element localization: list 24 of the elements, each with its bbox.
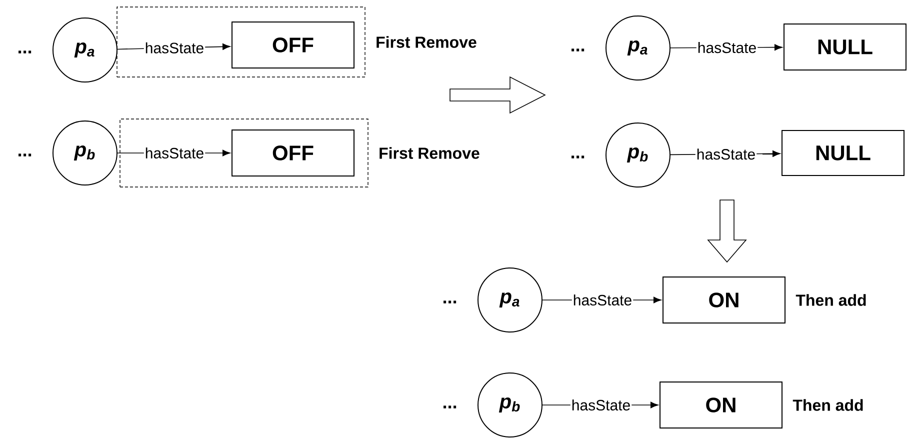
edge-label: hasState	[698, 42, 756, 54]
ellipsis-text: ...	[444, 300, 456, 304]
edge-label: hasState	[697, 148, 755, 160]
ellipsis-text: ...	[572, 48, 584, 52]
state-box: ON	[660, 382, 782, 428]
dashed-box	[116, 6, 366, 78]
edge-label: hasState	[572, 400, 630, 410]
state-box: OFF	[232, 130, 354, 176]
ellipsis-text: ...	[444, 406, 456, 408]
step-label: Then add	[796, 294, 866, 306]
edge-label: hasState	[574, 294, 632, 306]
state-box: NULL	[782, 130, 904, 176]
state-box: ON	[662, 276, 786, 324]
ellipsis-text: ...	[18, 50, 32, 54]
step-label: Then add	[792, 399, 863, 411]
step-label: First Remove	[376, 36, 476, 48]
edge-label: hasState	[146, 148, 204, 158]
state-box: OFF	[232, 22, 354, 68]
edge-label: hasState	[146, 42, 204, 54]
state-box: NULL	[784, 24, 906, 70]
ellipsis-text: ...	[572, 156, 584, 158]
step-label: First Remove	[380, 147, 480, 159]
dashed-box	[120, 118, 368, 188]
ellipsis-text: ...	[18, 154, 32, 156]
